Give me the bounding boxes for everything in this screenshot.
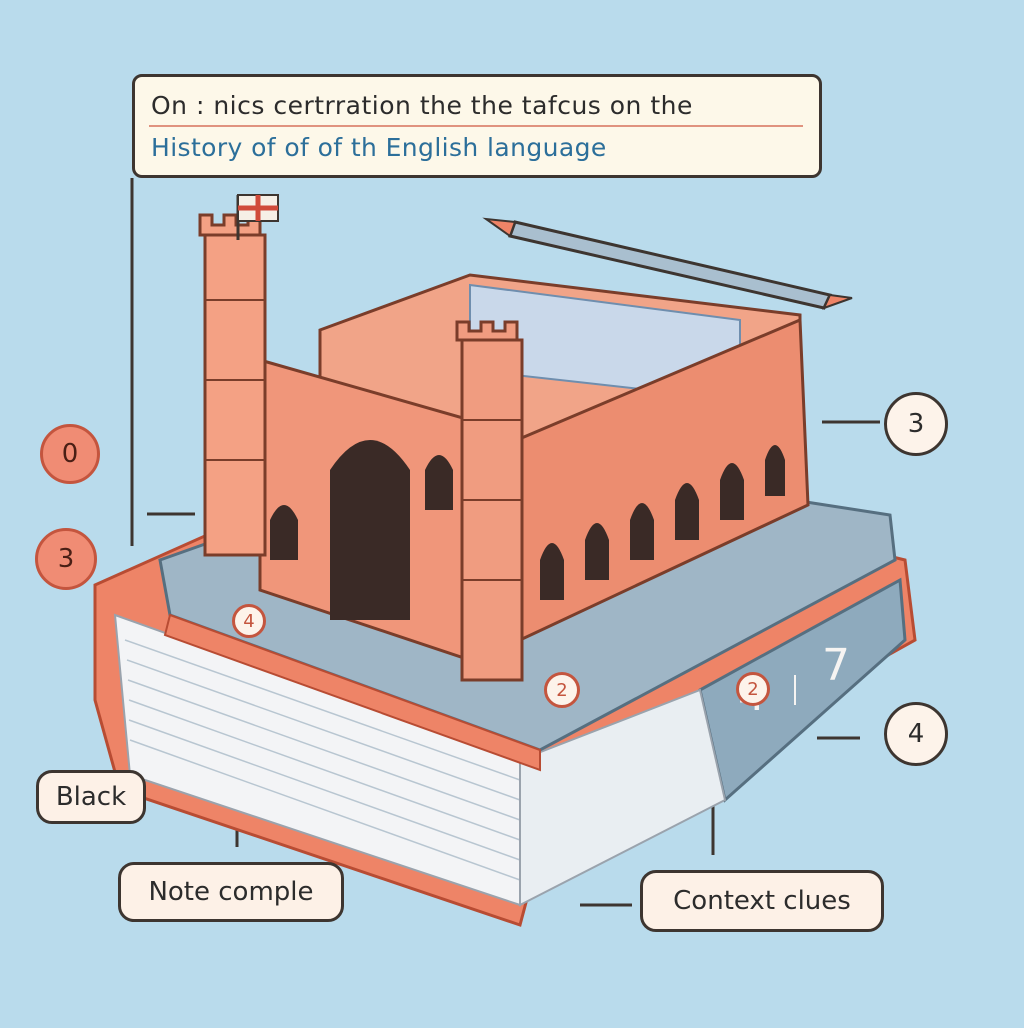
castle bbox=[198, 194, 810, 682]
marker-book-four: 4 bbox=[232, 604, 266, 638]
title-line-1: On : nics certrration the the tafcus on … bbox=[151, 91, 693, 120]
marker-page-two: 2 bbox=[544, 672, 580, 708]
title-divider bbox=[149, 125, 803, 127]
label-note-comple: Note comple bbox=[118, 862, 344, 922]
spine-digit-b: 7 bbox=[822, 640, 850, 691]
marker-left-bottom: 3 bbox=[35, 528, 97, 590]
marker-left-top: 0 bbox=[40, 424, 100, 484]
title-banner: On : nics certrration the the tafcus on … bbox=[132, 74, 822, 178]
marker-right-bottom: 4 bbox=[884, 702, 948, 766]
marker-spine-two: 2 bbox=[736, 672, 770, 706]
marker-right-top: 3 bbox=[884, 392, 948, 456]
pencil-icon bbox=[482, 217, 853, 310]
label-context-clues: Context clues bbox=[640, 870, 884, 932]
title-line-2: History of of of th English language bbox=[151, 133, 607, 162]
label-black: Black bbox=[36, 770, 146, 824]
